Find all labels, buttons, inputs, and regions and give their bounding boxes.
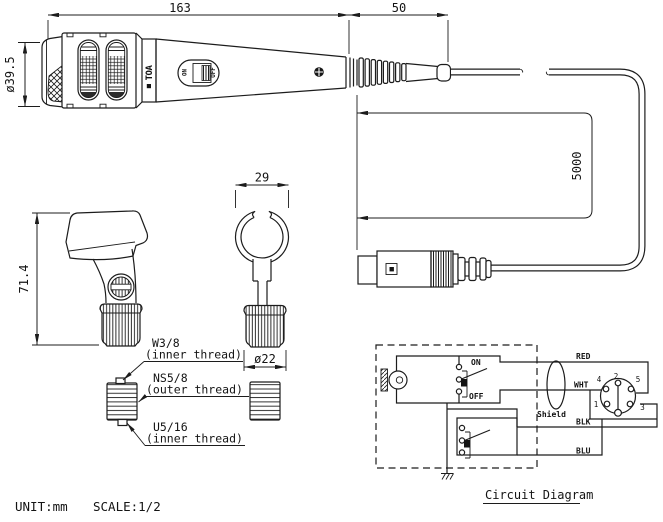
wire-blk <box>517 403 658 428</box>
toa-logo: TOA <box>145 65 155 81</box>
dimension-grip-length: 50 <box>349 1 449 62</box>
w38-type-label: (inner thread) <box>145 348 242 362</box>
ground-icon <box>441 473 454 480</box>
pin-4 <box>602 385 610 393</box>
din-connector-plug <box>357 250 492 288</box>
pin-2 <box>614 379 622 387</box>
pin-label-2: 2 <box>614 372 619 381</box>
microphone-side-view: 163 50 ø39.5 <box>3 1 646 288</box>
ns58-type-label: (outer thread) <box>146 383 243 397</box>
circuit-on-label: ON <box>471 358 481 367</box>
cable-break-curl <box>545 71 549 76</box>
holder-thumbscrew[interactable] <box>107 273 135 301</box>
pin-3 <box>626 400 634 408</box>
thread-label-w38: W3/8 (inner thread) <box>122 336 243 381</box>
holder-cup <box>65 210 149 261</box>
holder-clip-ring <box>234 210 290 265</box>
u516-type-label: (inner thread) <box>146 432 243 446</box>
switch-slider[interactable] <box>192 63 212 83</box>
shield-symbol: Shield <box>537 360 566 419</box>
pin-label-3: 3 <box>640 403 645 412</box>
din-pinout: 2 4 5 1 3 <box>594 372 645 417</box>
dim-cable-length-text: 5000 <box>570 152 584 181</box>
ns58-label: NS5/8 <box>153 371 188 385</box>
screw-icon <box>314 67 324 77</box>
circuit-switch-upper: ON OFF <box>455 356 488 403</box>
dimension-base-diameter: ø22 <box>243 350 287 371</box>
pin-label-1: 1 <box>594 400 599 409</box>
circuit-title: Circuit Diagram <box>483 488 593 504</box>
dimension-body-length: 163 <box>47 1 350 54</box>
grille-vent <box>77 39 100 101</box>
dim-grip-length-text: 50 <box>392 1 406 15</box>
mic-body: ON OFF <box>155 38 358 103</box>
u516-label: U5/16 <box>153 420 188 434</box>
power-switch[interactable]: ON OFF <box>177 59 220 87</box>
dimension-holder-height: 71.4 <box>17 212 99 346</box>
pin-label-4: 4 <box>597 375 602 384</box>
mic-holder-front-view: 29 ø22 <box>234 171 290 371</box>
shield-label: Shield <box>537 409 566 419</box>
dim-clip-width-text: 29 <box>255 171 269 185</box>
mic-capsule-symbol <box>380 368 408 392</box>
dim-head-diameter-text: ø39.5 <box>3 56 17 92</box>
holder-knurled-base <box>99 303 143 347</box>
wire-loop <box>589 390 657 420</box>
circuit-diagram: ON OFF Shield RED WHT BLK BLU <box>375 344 658 504</box>
cable-break-curl <box>520 68 524 73</box>
thread-adapter-front <box>249 381 281 421</box>
circuit-switch-lower <box>456 417 518 459</box>
pin-1 <box>603 400 611 408</box>
mic-boundary-dashed-box <box>375 344 538 469</box>
switch-thumb[interactable] <box>201 65 211 81</box>
thread-label-ns58: NS5/8 (outer thread) <box>138 371 249 403</box>
thread-adapter-side <box>106 382 138 421</box>
dim-holder-height-text: 71.4 <box>17 265 31 294</box>
strain-relief <box>358 57 452 88</box>
mic-head-grille <box>41 32 137 109</box>
unit-label: UNIT:mm <box>15 499 68 514</box>
wire-label-wht: WHT <box>574 381 589 390</box>
pin-label-5: 5 <box>636 375 641 384</box>
pin-5 <box>627 385 635 393</box>
thread-adapters: W3/8 (inner thread) NS5/8 (outer thread)… <box>106 336 281 446</box>
scale-label: SCALE:1/2 <box>93 499 161 514</box>
w38-label: W3/8 <box>152 336 180 350</box>
toa-band: TOA <box>135 32 157 109</box>
wire-wht <box>395 388 601 404</box>
circuit-off-label: OFF <box>469 392 484 401</box>
switch-off-label: OFF <box>211 67 217 78</box>
dim-body-length-text: 163 <box>169 1 191 15</box>
wire-label-blu: BLU <box>576 447 591 456</box>
toa-logo-mark <box>146 84 151 89</box>
holder-knurled-base-front <box>243 304 287 348</box>
switch-on-label: ON <box>183 69 189 76</box>
connector-ribs <box>430 250 454 288</box>
circuit-title-text: Circuit Diagram <box>485 488 593 502</box>
mic-holder-side-view: 71.4 <box>17 210 149 347</box>
wire-label-red: RED <box>576 352 591 361</box>
thread-label-u516: U5/16 (inner thread) <box>126 420 245 446</box>
mesh-hatch <box>47 64 64 103</box>
dimension-clip-width: 29 <box>235 171 289 208</box>
cable <box>451 68 646 272</box>
dim-base-diameter-text: ø22 <box>254 352 276 366</box>
dimension-cable-length: 5000 <box>356 95 593 250</box>
wire-label-blk: BLK <box>576 418 591 427</box>
wire-blu <box>517 419 603 456</box>
wire-red <box>395 355 649 394</box>
dimension-head-diameter: ø39.5 <box>3 42 40 107</box>
